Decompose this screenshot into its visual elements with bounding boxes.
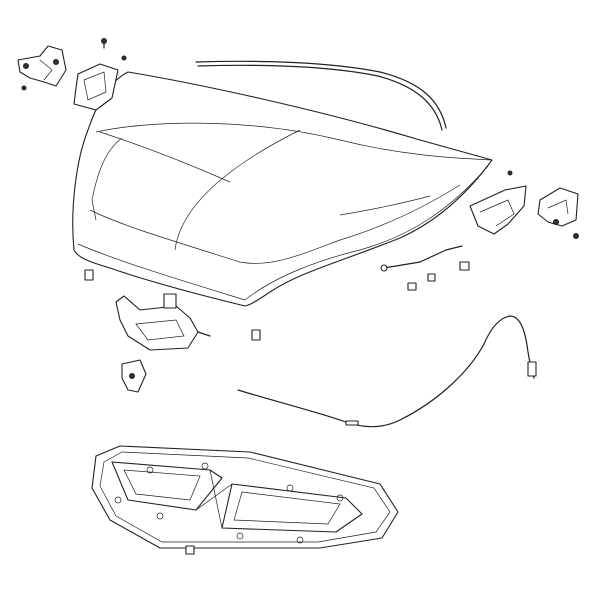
hood-bumper <box>84 269 94 281</box>
right-hinge-bracket <box>469 185 527 235</box>
right-hood-hinge <box>537 187 579 227</box>
hood-latch-support <box>115 293 211 351</box>
bolt <box>21 85 27 91</box>
hood-bumper <box>251 329 261 341</box>
hood-panel <box>72 71 493 307</box>
clip <box>427 273 436 282</box>
hood-seal-strip <box>195 60 447 131</box>
hood-prop-rod <box>380 245 463 272</box>
bolt <box>507 170 513 176</box>
bolt <box>121 55 127 61</box>
left-hood-hinge <box>17 45 67 87</box>
bolt <box>573 233 579 239</box>
push-pin-fastener <box>185 545 195 555</box>
hood-latch <box>121 359 147 393</box>
hood-insulator-panel <box>91 445 399 549</box>
clip <box>407 282 417 291</box>
bolt <box>101 38 107 49</box>
hood-release-cable <box>237 315 537 428</box>
left-hinge-bracket <box>73 63 119 111</box>
clip <box>459 261 470 271</box>
